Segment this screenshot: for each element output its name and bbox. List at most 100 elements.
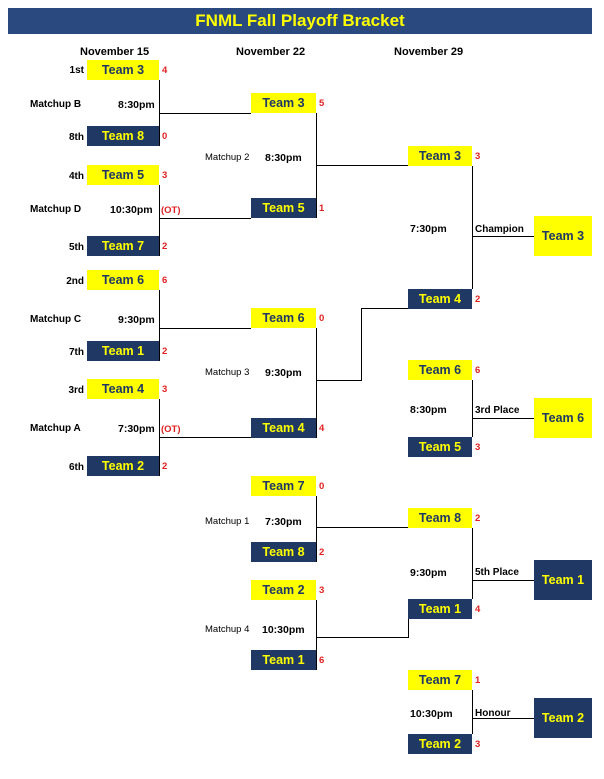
placement-label: 3rd Place bbox=[475, 405, 520, 416]
game-time: 10:30pm bbox=[262, 624, 305, 636]
page-title: FNML Fall Playoff Bracket bbox=[8, 8, 592, 34]
team-box: Team 2 bbox=[408, 734, 472, 754]
game-time: 7:30pm bbox=[118, 423, 155, 435]
overtime-marker: (OT) bbox=[161, 205, 181, 216]
overtime-marker: (OT) bbox=[161, 424, 181, 435]
bracket-line bbox=[472, 236, 534, 237]
score: 1 bbox=[319, 203, 325, 214]
placement-label: 5th Place bbox=[475, 567, 519, 578]
date-round2: November 22 bbox=[236, 46, 306, 58]
bracket-line bbox=[159, 218, 251, 219]
placement-label: Honour bbox=[475, 708, 511, 719]
bracket-line bbox=[472, 690, 473, 734]
score: 3 bbox=[475, 151, 481, 162]
seed-label: 4th bbox=[69, 171, 84, 182]
bracket-line bbox=[472, 166, 473, 289]
result-box: Team 6 bbox=[534, 398, 592, 438]
bracket-line bbox=[472, 380, 473, 437]
team-box: Team 7 bbox=[408, 670, 472, 690]
matchup-label: Matchup A bbox=[30, 423, 81, 434]
game-time: 8:30pm bbox=[265, 152, 302, 164]
game-time: 7:30pm bbox=[265, 516, 302, 528]
seed-label: 7th bbox=[69, 347, 84, 358]
bracket-line bbox=[361, 308, 362, 381]
bracket-line bbox=[159, 437, 251, 438]
seed-label: 3rd bbox=[68, 385, 84, 396]
date-round3: November 29 bbox=[394, 46, 464, 58]
bracket-line bbox=[316, 380, 362, 381]
game-time: 9:30pm bbox=[265, 367, 302, 379]
team-box: Team 3 bbox=[251, 93, 316, 113]
score: 2 bbox=[162, 346, 168, 357]
bracket-line bbox=[472, 718, 534, 719]
bracket-line bbox=[361, 308, 408, 309]
bracket-line bbox=[472, 528, 473, 599]
team-box: Team 8 bbox=[87, 126, 159, 146]
matchup-label: Matchup B bbox=[30, 99, 82, 110]
team-box: Team 6 bbox=[408, 360, 472, 380]
bracket-line bbox=[316, 527, 408, 528]
team-box: Team 3 bbox=[408, 146, 472, 166]
team-box: Team 4 bbox=[408, 289, 472, 309]
team-box: Team 7 bbox=[87, 236, 159, 256]
bracket-line bbox=[472, 580, 534, 581]
placement-label: Champion bbox=[475, 224, 524, 235]
bracket-line bbox=[159, 290, 160, 361]
score: 3 bbox=[162, 384, 168, 395]
game-time: 7:30pm bbox=[410, 223, 447, 235]
team-box: Team 7 bbox=[251, 476, 316, 496]
bracket-line bbox=[408, 618, 409, 638]
bracket-line bbox=[159, 113, 251, 114]
score: 2 bbox=[475, 513, 481, 524]
score: 4 bbox=[475, 604, 481, 615]
team-box: Team 2 bbox=[251, 580, 316, 600]
score: 0 bbox=[319, 313, 325, 324]
score: 3 bbox=[475, 442, 481, 453]
score: 3 bbox=[475, 739, 481, 750]
score: 0 bbox=[319, 481, 325, 492]
bracket-line bbox=[316, 496, 317, 562]
result-box: Team 1 bbox=[534, 560, 592, 600]
score: 2 bbox=[162, 461, 168, 472]
bracket-line bbox=[159, 185, 160, 256]
bracket-line bbox=[316, 328, 317, 438]
team-box: Team 8 bbox=[251, 542, 316, 562]
result-box: Team 3 bbox=[534, 216, 592, 256]
matchup-label: Matchup 4 bbox=[205, 624, 250, 635]
score: 1 bbox=[475, 675, 481, 686]
team-box: Team 5 bbox=[408, 437, 472, 457]
game-time: 9:30pm bbox=[118, 314, 155, 326]
team-box: Team 1 bbox=[251, 650, 316, 670]
team-box: Team 4 bbox=[251, 418, 316, 438]
team-box: Team 4 bbox=[87, 379, 159, 399]
seed-label: 1st bbox=[69, 65, 84, 76]
team-box: Team 6 bbox=[251, 308, 316, 328]
team-box: Team 2 bbox=[87, 456, 159, 476]
seed-label: 2nd bbox=[66, 276, 84, 287]
game-time: 10:30pm bbox=[110, 204, 153, 216]
team-box: Team 3 bbox=[87, 60, 159, 80]
team-box: Team 6 bbox=[87, 270, 159, 290]
team-box: Team 1 bbox=[408, 599, 472, 619]
team-box: Team 8 bbox=[408, 508, 472, 528]
game-time: 8:30pm bbox=[410, 404, 447, 416]
game-time: 9:30pm bbox=[410, 567, 447, 579]
bracket-line bbox=[316, 600, 317, 670]
bracket-line bbox=[472, 418, 534, 419]
team-box: Team 1 bbox=[87, 341, 159, 361]
score: 6 bbox=[475, 365, 481, 376]
score: 2 bbox=[475, 294, 481, 305]
matchup-label: Matchup 2 bbox=[205, 152, 250, 163]
score: 3 bbox=[162, 170, 168, 181]
score: 0 bbox=[162, 131, 168, 142]
score: 4 bbox=[162, 65, 168, 76]
score: 3 bbox=[319, 585, 325, 596]
seed-label: 5th bbox=[69, 242, 84, 253]
score: 6 bbox=[319, 655, 325, 666]
matchup-label: Matchup 3 bbox=[205, 367, 250, 378]
result-box: Team 2 bbox=[534, 698, 592, 738]
team-box: Team 5 bbox=[251, 198, 316, 218]
bracket-line bbox=[159, 328, 251, 329]
score: 2 bbox=[319, 547, 325, 558]
seed-label: 6th bbox=[69, 462, 84, 473]
